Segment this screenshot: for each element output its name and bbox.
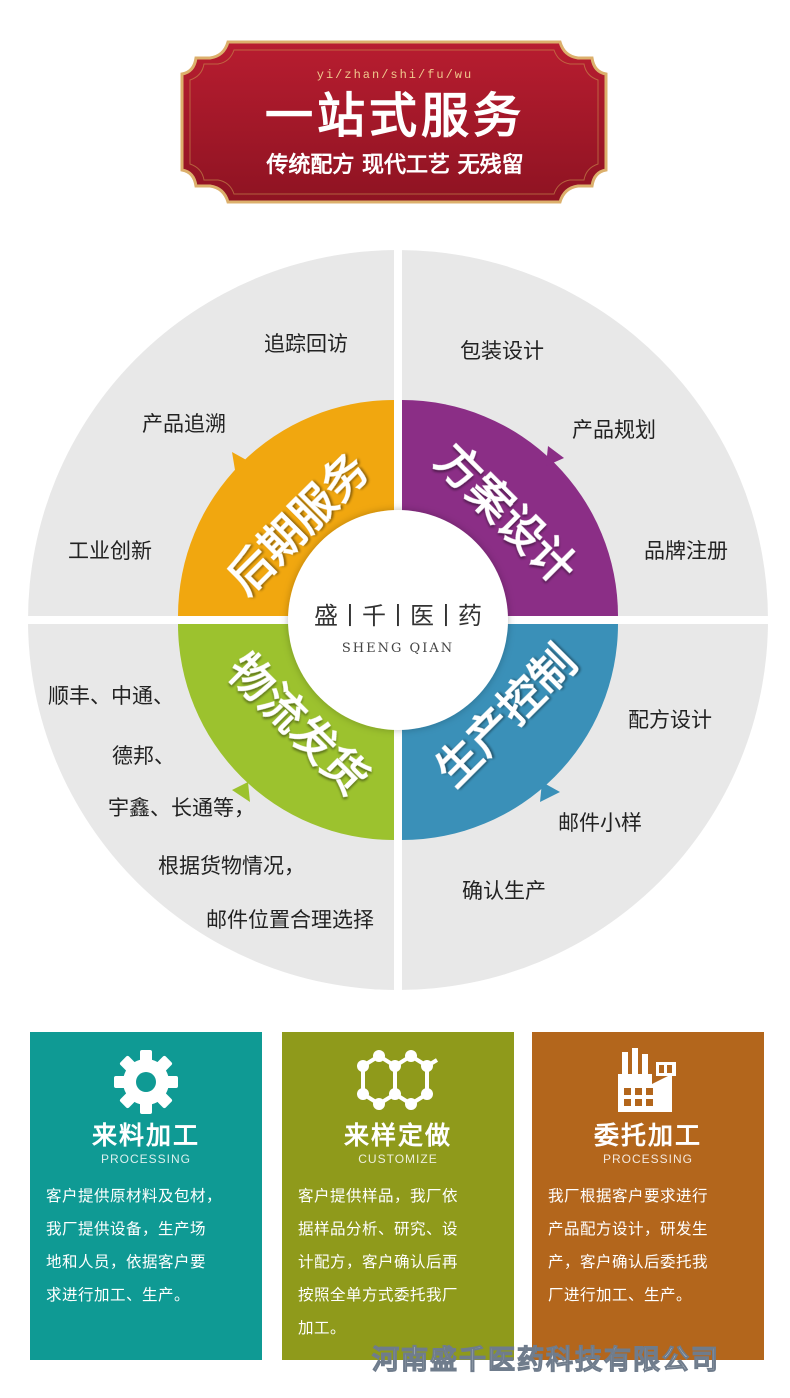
card-title: 来料加工 <box>91 1121 200 1150</box>
banner-pinyin: yi/zhan/shi/fu/wu <box>317 68 473 82</box>
center-brand: 盛丨千丨医丨药 <box>314 602 482 630</box>
card-sample-customize: 来样定做 CUSTOMIZE 客户提供样品，我厂依 据样品分析、研究、设 计配方… <box>282 1032 514 1360</box>
card-line: 产品配方设计，研发生 <box>548 1220 709 1238</box>
card-line: 加工。 <box>298 1319 347 1337</box>
item-industry-innovation: 工业创新 <box>68 539 152 563</box>
card-line: 产，客户确认后委托我 <box>548 1253 709 1271</box>
card-entrusted-processing: 委托加工 PROCESSING 我厂根据客户要求进行 产品配方设计，研发生 产，… <box>532 1032 764 1360</box>
card-title: 委托加工 <box>593 1121 702 1150</box>
item-confirm-production: 确认生产 <box>462 879 546 903</box>
card-line: 客户提供样品，我厂依 <box>298 1187 459 1205</box>
card-line: 地和人员，依据客户要 <box>46 1253 207 1271</box>
banner-title: 一站式服务 <box>265 88 525 144</box>
item-logistics-5: 邮件位置合理选择 <box>206 908 374 932</box>
arrow-notch-4 <box>540 782 560 802</box>
gear-icon <box>30 1044 262 1116</box>
card-subtitle: CUSTOMIZE <box>358 1152 438 1166</box>
center-circle <box>288 510 508 730</box>
card-subtitle: PROCESSING <box>100 1152 191 1166</box>
factory-icon <box>532 1044 764 1116</box>
item-logistics-2: 德邦、 <box>112 744 175 768</box>
card-line: 我厂提供设备，生产场 <box>46 1220 207 1238</box>
service-wheel: 后期服务 方案设计 物流发货 生产控制 盛丨千丨医丨药 SHENG QIAN 追… <box>26 248 770 992</box>
card-line: 求进行加工、生产。 <box>46 1286 191 1304</box>
item-logistics-1: 顺丰、中通、 <box>48 684 174 708</box>
arrow-notch-2 <box>546 446 564 466</box>
item-product-plan: 产品规划 <box>572 418 656 442</box>
banner-subtitle: 传统配方 现代工艺 无残留 <box>265 152 523 178</box>
arrow-notch-3 <box>232 782 250 802</box>
item-package-design: 包装设计 <box>460 339 544 363</box>
item-product-trace: 产品追溯 <box>142 412 226 436</box>
card-line: 我厂根据客户要求进行 <box>548 1187 709 1205</box>
card-description: 我厂根据客户要求进行 产品配方设计，研发生 产，客户确认后委托我 厂进行加工、生… <box>548 1180 754 1312</box>
banner-frame <box>180 40 608 204</box>
card-line: 厂进行加工、生产。 <box>548 1286 693 1304</box>
card-line: 据样品分析、研究、设 <box>298 1220 459 1238</box>
card-line: 计配方，客户确认后再 <box>298 1253 459 1271</box>
card-description: 客户提供原材料及包材， 我厂提供设备，生产场 地和人员，依据客户要 求进行加工、… <box>46 1180 252 1312</box>
outer-quadrants <box>26 248 770 992</box>
center-sub: SHENG QIAN <box>342 641 454 656</box>
banner-inner-frame <box>189 49 599 195</box>
card-line: 按照全单方式委托我厂 <box>298 1286 459 1304</box>
item-logistics-4: 根据货物情况， <box>158 854 305 878</box>
item-tracking: 追踪回访 <box>264 332 348 356</box>
item-brand-register: 品牌注册 <box>644 539 728 563</box>
item-formula-design: 配方设计 <box>628 708 712 732</box>
item-logistics-3: 宇鑫、长通等， <box>108 796 255 820</box>
banner: yi/zhan/shi/fu/wu 一站式服务 传统配方 现代工艺 无残留 <box>180 40 608 204</box>
card-title: 来样定做 <box>343 1121 452 1150</box>
company-watermark: 河南盛千医药科技有限公司 <box>372 1345 720 1377</box>
arrow-notch-1 <box>232 452 250 476</box>
card-description: 客户提供样品，我厂依 据样品分析、研究、设 计配方，客户确认后再 按照全单方式委… <box>298 1180 504 1345</box>
card-subtitle: PROCESSING <box>602 1152 693 1166</box>
item-sample: 邮件小样 <box>558 811 642 835</box>
card-line: 客户提供原材料及包材， <box>46 1187 223 1205</box>
card-material-processing: 来料加工 PROCESSING 客户提供原材料及包材， 我厂提供设备，生产场 地… <box>30 1032 262 1360</box>
molecule-icon <box>282 1044 514 1116</box>
